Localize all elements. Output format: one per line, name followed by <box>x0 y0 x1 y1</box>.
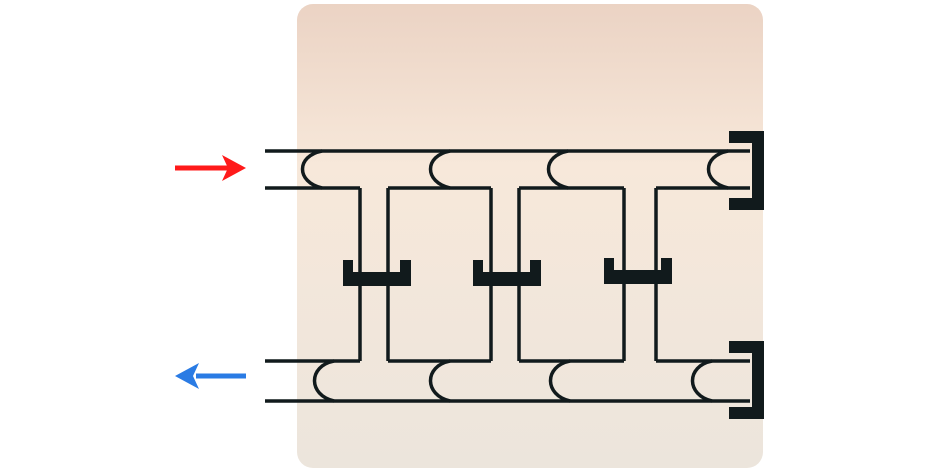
inlet-arrow-icon <box>175 155 246 181</box>
background-panel <box>297 4 763 468</box>
outlet-arrow-icon <box>175 363 246 389</box>
bottom-manifold <box>265 359 750 403</box>
bottom-end-cap <box>729 341 764 419</box>
top-baffles <box>300 149 729 190</box>
valves <box>343 258 672 286</box>
top-end-cap <box>729 131 764 210</box>
valve-1 <box>343 260 411 286</box>
top-manifold <box>265 149 750 190</box>
end-caps <box>729 131 764 419</box>
bottom-baffles <box>312 359 713 403</box>
valve-3 <box>604 258 672 284</box>
valve-2 <box>473 260 541 286</box>
